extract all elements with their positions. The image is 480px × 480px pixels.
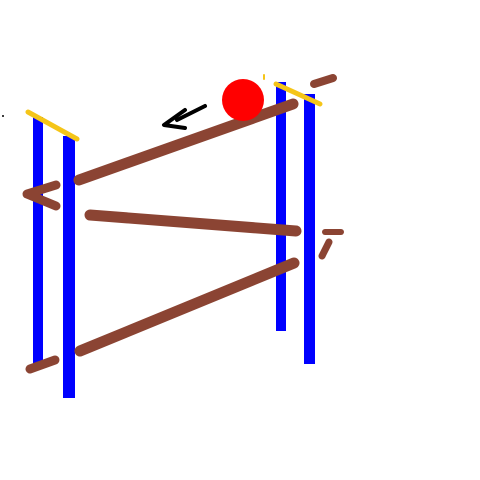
bumpers xyxy=(22,74,344,374)
ramps xyxy=(73,98,302,357)
left-chevron-bumper xyxy=(22,180,61,211)
direction-arrow-icon xyxy=(162,104,207,130)
red-ball[interactable] xyxy=(222,79,264,121)
bottom-ramp xyxy=(74,257,300,357)
left-cap xyxy=(25,109,80,142)
support-posts xyxy=(33,82,315,398)
top-ramp xyxy=(73,98,299,186)
left-back-post xyxy=(33,117,43,365)
middle-ramp xyxy=(84,209,302,237)
right-mid-bumper-stem xyxy=(318,238,333,260)
bottom-left-bumper xyxy=(25,355,60,374)
left-front-post xyxy=(63,136,75,398)
post-caps xyxy=(25,74,323,142)
top-right-bumper xyxy=(310,74,337,88)
right-back-post xyxy=(276,82,286,331)
stray-dot xyxy=(2,115,4,117)
right-cap xyxy=(273,81,323,107)
right-front-post xyxy=(304,94,315,364)
